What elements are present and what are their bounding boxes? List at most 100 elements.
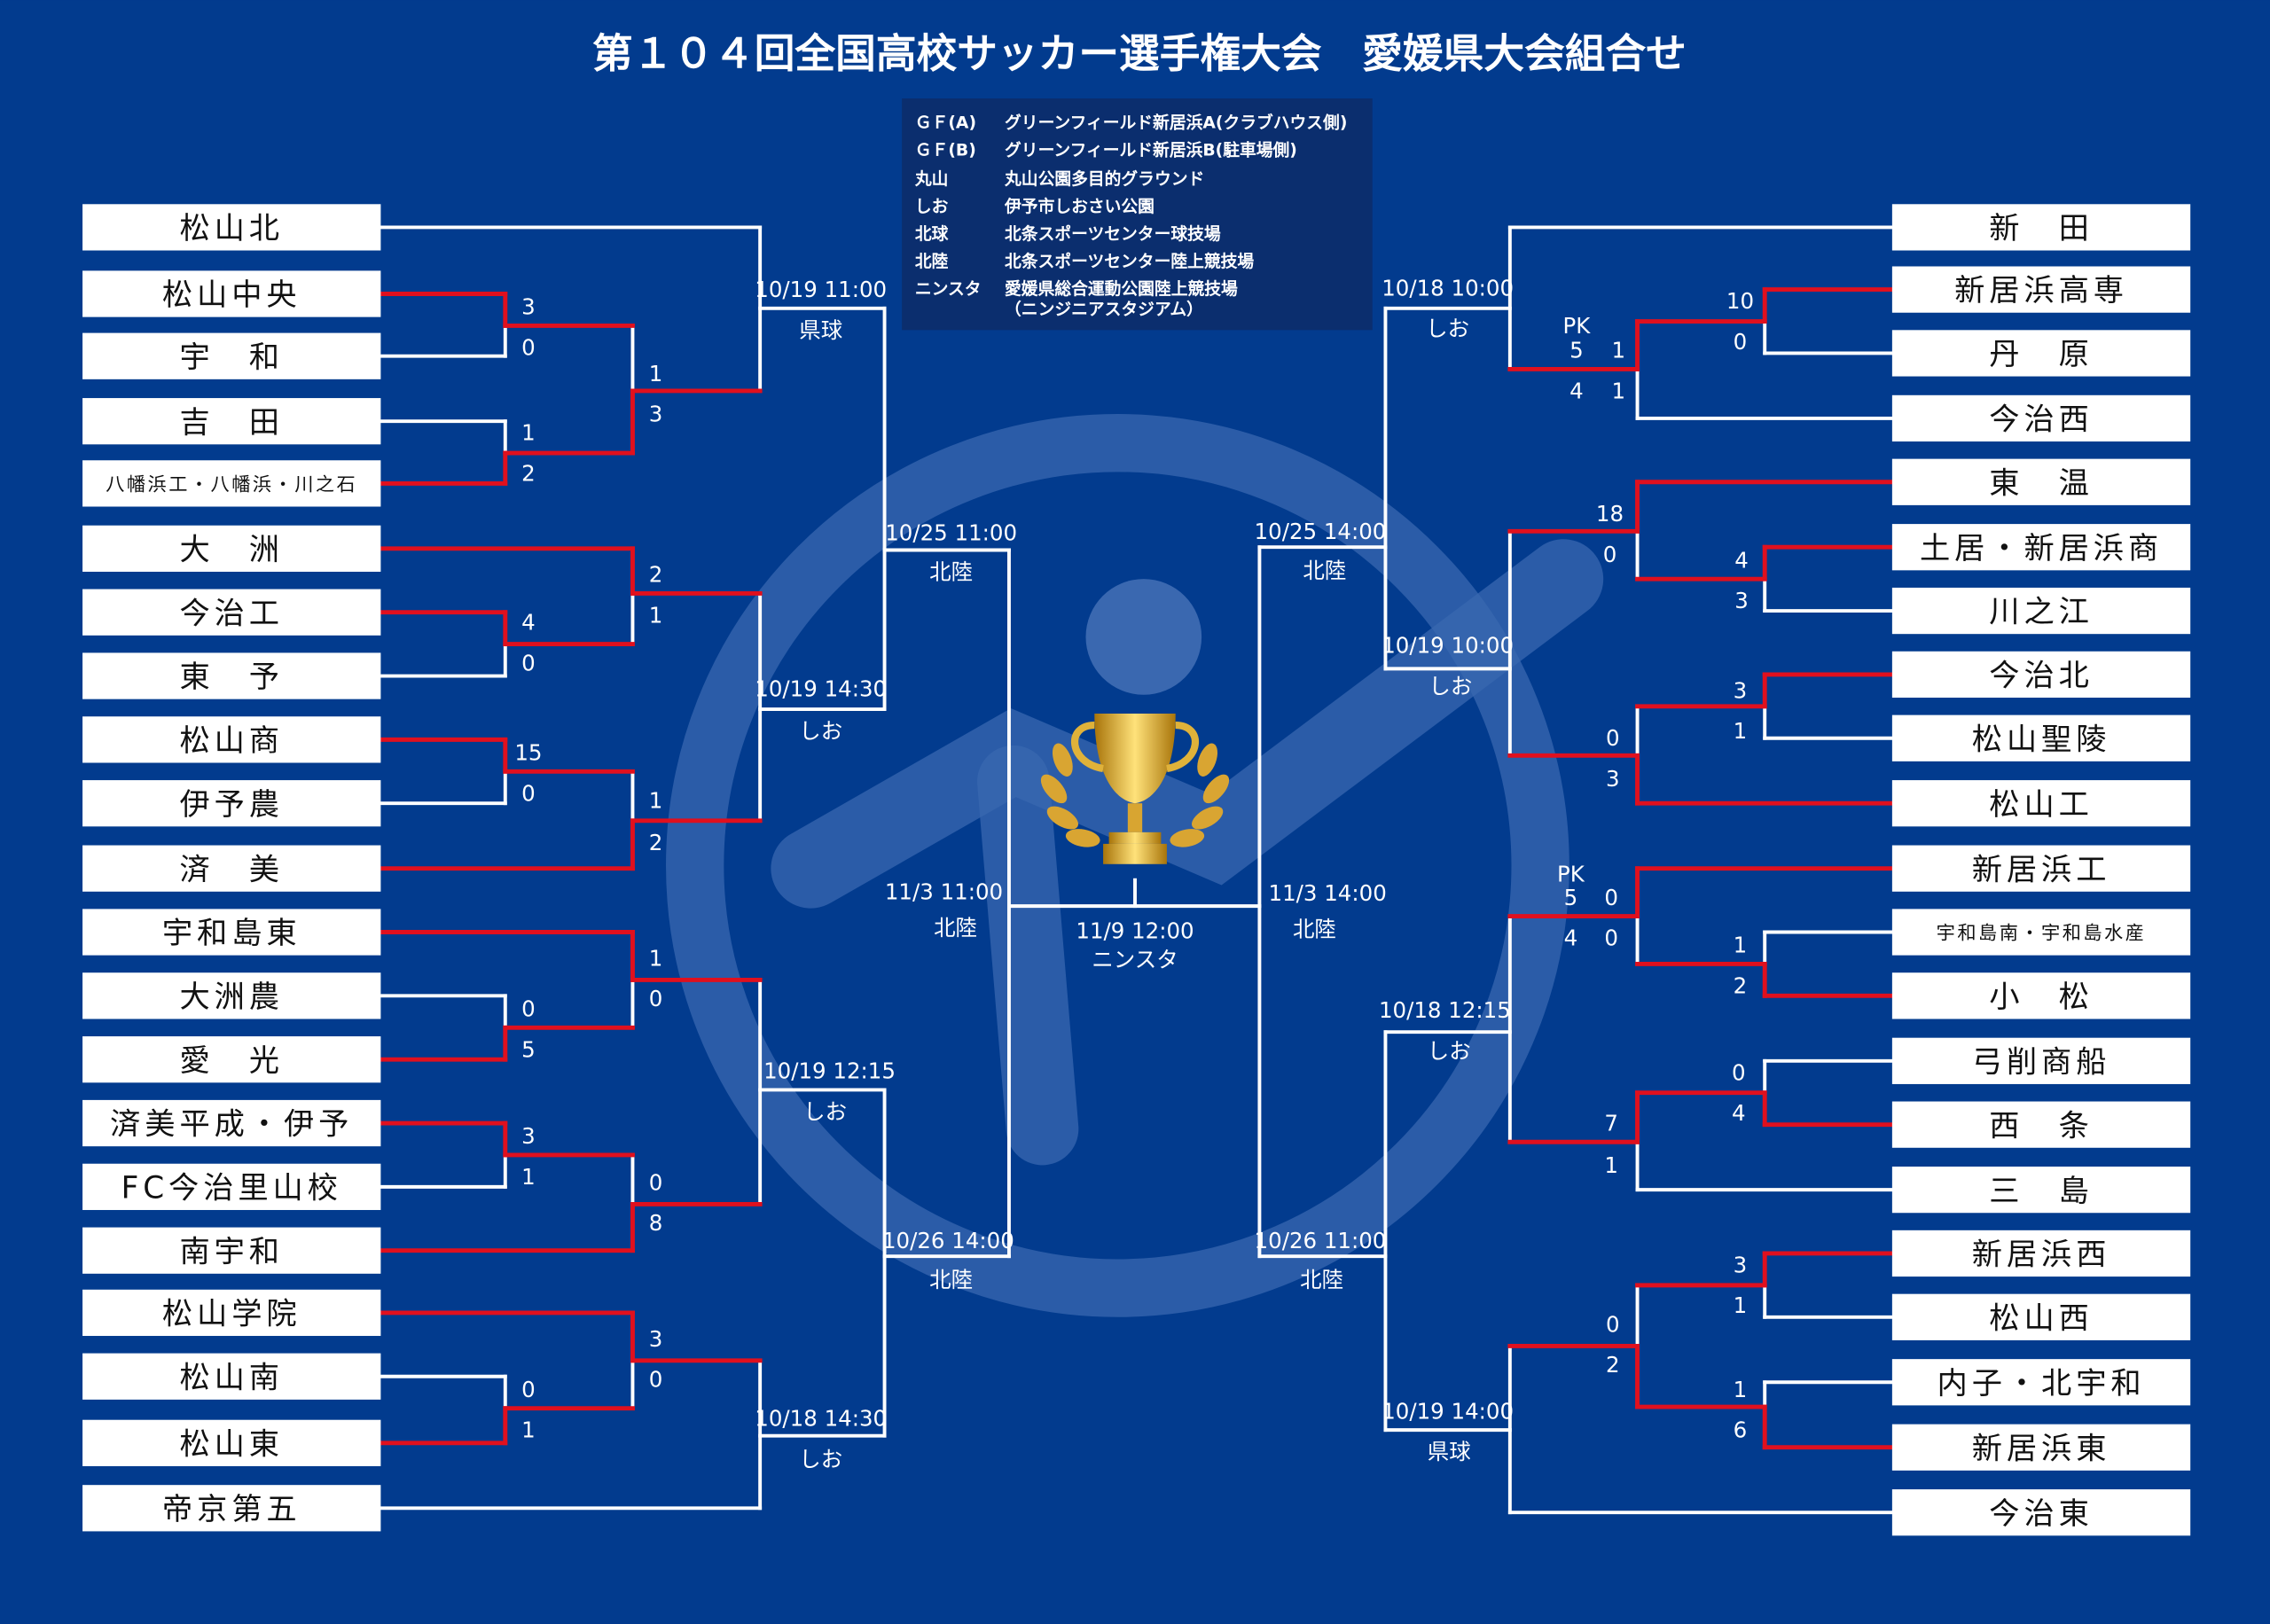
- team-name: 松山北: [179, 211, 283, 246]
- team-entry: 小 松: [1891, 972, 2191, 1019]
- legend-abbr: ＧＦ(B): [915, 141, 976, 160]
- team-name-box: [82, 972, 381, 1019]
- team-name: FC今治里山校: [121, 1170, 342, 1206]
- team-name-box: [1891, 394, 2191, 442]
- match-venue: 北陸: [929, 1267, 973, 1292]
- team-name-box: [82, 1485, 381, 1532]
- team-entry: 大洲農: [82, 972, 381, 1019]
- match-score: 1: [1734, 718, 1748, 744]
- match-score: 1: [521, 420, 536, 446]
- match-venue: 北陸: [1300, 1267, 1343, 1292]
- team-name: 松山聖陵: [1972, 722, 2111, 757]
- team-entry: 松山中央: [82, 270, 381, 317]
- team-entry: 三 島: [1891, 1167, 2191, 1214]
- match-venue: しお: [1426, 316, 1469, 341]
- match-score: 1: [1604, 1152, 1618, 1178]
- team-name-box: [1891, 330, 2191, 377]
- team-entry: 済 美: [82, 845, 381, 892]
- trophy-icon: [1040, 713, 1230, 864]
- match-date-time: 11/9 12:00: [1076, 917, 1194, 943]
- legend-abbr: ＧＦ(A): [915, 113, 976, 132]
- team-name: 新 田: [1989, 211, 2094, 246]
- match-venue: 北陸: [929, 558, 973, 584]
- match-date-time: 10/19 14:00: [1382, 1398, 1514, 1424]
- legend-abbr: 丸山: [914, 169, 949, 189]
- team-entry: 愛 光: [82, 1036, 381, 1083]
- team-entry: 新居浜東: [1891, 1424, 2191, 1471]
- team-name-box: [1891, 1101, 2191, 1148]
- team-name-box: [82, 398, 381, 445]
- team-name-box: [82, 270, 381, 317]
- match-score: 4: [1734, 547, 1749, 573]
- team-name-box: [1891, 780, 2191, 827]
- team-entry: 今治東: [1891, 1489, 2191, 1536]
- team-entry: 済美平成・伊予: [82, 1099, 381, 1147]
- team-name-box: [1891, 1359, 2191, 1406]
- match-date-time: 10/26 11:00: [1255, 1228, 1387, 1253]
- team-entry: 大 洲: [82, 525, 381, 572]
- match-venue: しお: [799, 1446, 842, 1472]
- team-name-box: [1891, 845, 2191, 892]
- team-entry: 松山聖陵: [1891, 714, 2191, 761]
- match-score: 0: [1604, 885, 1618, 910]
- team-entry: 丹 原: [1891, 330, 2191, 377]
- match-score: 1: [1612, 378, 1626, 403]
- match-score: 3: [1734, 588, 1749, 613]
- team-name: 川之江: [1989, 595, 2094, 630]
- match-date-time: 10/18 12:15: [1379, 997, 1511, 1023]
- team-name: 大洲農: [179, 980, 283, 1015]
- match-score: 4: [1564, 925, 1578, 951]
- team-name-box: [1891, 1167, 2191, 1214]
- match-date-time: 10/19 14:30: [755, 676, 887, 702]
- team-entry: 松山北: [82, 204, 381, 251]
- team-entry: 内子・北宇和: [1891, 1359, 2191, 1406]
- match-score: 0: [521, 650, 536, 675]
- team-name: 松山南: [179, 1360, 283, 1395]
- legend-venue-name: 北条スポーツセンター陸上競技場: [1005, 251, 1254, 271]
- match-score: 0: [1604, 925, 1618, 951]
- team-name-box: [82, 1289, 381, 1337]
- match-date-time: 11/3 11:00: [885, 878, 1003, 904]
- team-name: 新居浜西: [1972, 1238, 2111, 1273]
- match-date-time: 10/18 14:30: [755, 1406, 887, 1432]
- match-score: 6: [1734, 1417, 1748, 1443]
- team-entry: 宇和島南・宇和島水産: [1891, 909, 2191, 956]
- team-name-box: [1891, 972, 2191, 1019]
- team-name-box: [82, 1099, 381, 1147]
- team-name: 済美平成・伊予: [110, 1107, 353, 1143]
- match-venue: ニンスタ: [1092, 947, 1178, 972]
- team-name: 東 予: [179, 660, 283, 695]
- match-score: 2: [1606, 1352, 1620, 1378]
- match-venue: しお: [1428, 1038, 1471, 1064]
- team-entry: 新居浜高専: [1891, 266, 2191, 313]
- match-score: 3: [1606, 766, 1620, 792]
- match-score: 0: [1732, 1059, 1746, 1085]
- team-name-box: [82, 652, 381, 699]
- legend-abbr: ニンスタ: [915, 279, 982, 299]
- match-venue: 北陸: [934, 915, 977, 941]
- match-score: 0: [521, 996, 536, 1022]
- match-score: 4: [1732, 1100, 1746, 1126]
- team-entry: 今治北: [1891, 651, 2191, 699]
- team-name-box: [82, 1163, 381, 1210]
- team-name: 松山商: [179, 723, 283, 759]
- team-name: 西 条: [1989, 1108, 2094, 1144]
- penalty-kick-label: PK: [1563, 313, 1592, 339]
- match-score: 1: [1734, 933, 1748, 958]
- team-name: 新居浜高専: [1954, 273, 2128, 308]
- match-score: 0: [649, 1367, 663, 1393]
- match-venue: 北陸: [1293, 917, 1336, 942]
- team-name: 伊予農: [179, 787, 283, 823]
- team-entry: 松山工: [1891, 780, 2191, 827]
- team-entry: 宇 和: [82, 332, 381, 379]
- match-score: 1: [1734, 1377, 1748, 1402]
- watermark-logo: [666, 414, 1604, 1317]
- match-score: 8: [649, 1210, 663, 1236]
- team-name: 小 松: [1989, 980, 2094, 1015]
- match-score: 10: [1726, 288, 1754, 314]
- team-name-box: [1891, 458, 2191, 505]
